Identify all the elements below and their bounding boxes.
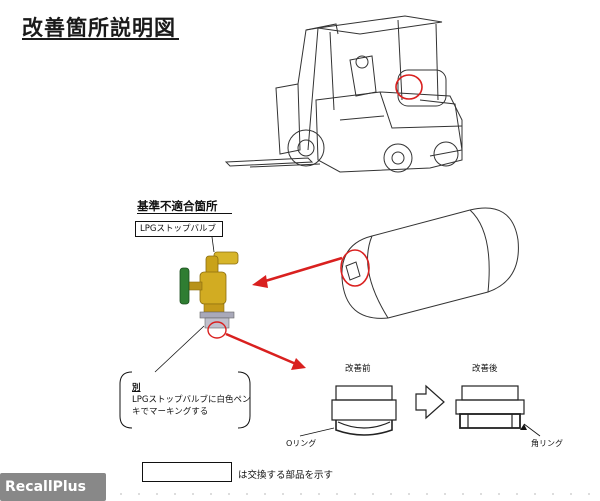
arrow-to-comparison <box>225 332 306 370</box>
separate-note-line1: LPGストップバルブに白色ペン <box>132 395 251 405</box>
heading-underline <box>137 213 232 214</box>
transition-arrow <box>415 384 445 420</box>
valve-label-box: LPGストップバルブ <box>135 221 223 237</box>
after-fitting-drawing <box>455 385 525 429</box>
sqring-leader-line <box>523 423 541 437</box>
oring-leader-line <box>299 427 335 437</box>
oring-highlight <box>207 321 227 339</box>
separate-note-line2: キでマーキングする <box>132 407 209 417</box>
title-underline <box>22 38 179 40</box>
legend-text: は交換する部品を示す <box>238 470 334 481</box>
forklift-valve-highlight <box>395 74 423 100</box>
before-label: 改善前 <box>345 364 371 374</box>
note-leader-line <box>154 325 205 373</box>
oring-label: Oリング <box>286 439 317 448</box>
before-fitting-drawing <box>331 385 397 436</box>
watermark-logo: RecallPlus <box>0 473 106 501</box>
forklift-drawing <box>224 15 463 173</box>
square-ring-label: 角リング <box>531 439 563 448</box>
valve-leader-line <box>211 236 215 253</box>
legend-sample-box <box>142 462 232 482</box>
tank-valve-highlight <box>340 249 370 287</box>
lpg-stop-valve-icon <box>179 251 239 329</box>
arrow-to-valve <box>252 256 343 288</box>
after-label: 改善後 <box>472 364 498 374</box>
note-frame <box>119 371 133 429</box>
separate-note-label: 別 <box>132 383 141 393</box>
page-title: 改善箇所説明図 <box>22 16 176 40</box>
nonconformity-heading: 基準不適合箇所 <box>137 199 218 213</box>
